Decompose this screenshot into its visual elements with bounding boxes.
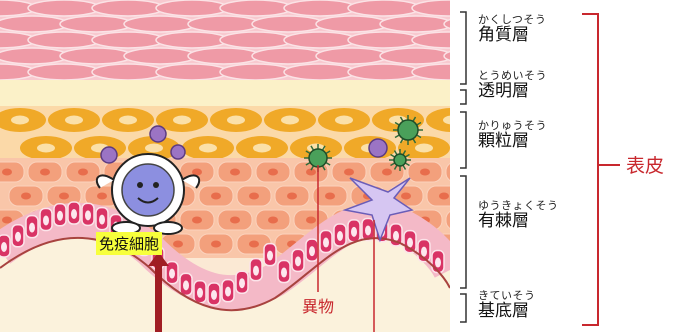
stratum-lucidum-layer [0,80,450,108]
foreign-body-germs [304,115,423,172]
layer-ruby: かりゅうそう [478,119,547,132]
immune-cell-label: 免疫細胞 [96,232,163,255]
layer-label-stratum-granulosum: かりゅうそう 顆粒層 [478,120,547,150]
layer-brackets [460,11,467,323]
epidermis-label: 表皮 [626,155,665,177]
layer-ruby: とうめいそう [478,69,547,82]
layer-name: 基底層 [478,301,529,321]
stratum-granulosum-layer [0,106,450,162]
layer-label-stratum-lucidum: とうめいそう 透明層 [478,70,547,100]
layer-ruby: かくしつそう [478,13,547,26]
dendritic-cell [342,138,414,243]
stratum-corneum-layer [0,0,450,81]
layer-ruby: ゆうきょくそう [478,199,559,212]
layer-label-stratum-basale: きていそう 基底層 [478,290,536,320]
layer-label-stratum-corneum: かくしつそう 角質層 [478,14,546,44]
layer-name: 角質層 [478,25,529,45]
germ-icon [100,125,186,164]
epidermis-bracket [582,13,620,326]
foreign-body-label: 異物 [302,297,335,316]
layer-name: 透明層 [478,81,529,101]
up-arrow-icon [148,252,169,332]
immune-cell-character [95,153,201,235]
layer-name: 有棘層 [478,211,529,231]
layer-label-stratum-spinosum: ゆうきょくそう 有棘層 [478,200,559,230]
layer-name: 顆粒層 [478,131,529,151]
layer-ruby: きていそう [478,289,536,302]
